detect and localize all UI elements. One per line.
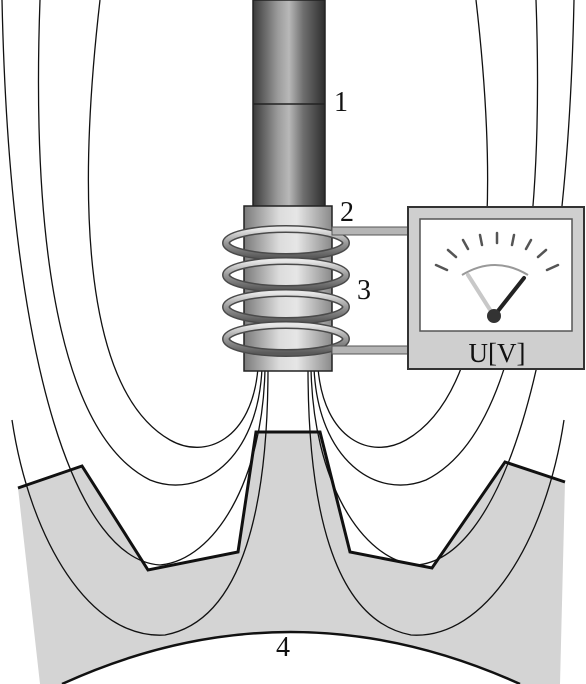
dial-ticks xyxy=(434,231,560,272)
gear-body xyxy=(18,432,565,684)
coil xyxy=(222,225,350,357)
field-line-left-3 xyxy=(1,0,266,566)
field-line-right-4 xyxy=(307,367,565,636)
field-line-right-1 xyxy=(317,0,489,448)
field-line-left-4 xyxy=(11,367,269,636)
label-coil: 3 xyxy=(357,275,371,306)
field-line-left-2 xyxy=(37,0,263,486)
dial-arc xyxy=(461,264,529,276)
label-rod: 1 xyxy=(334,87,348,118)
voltmeter xyxy=(407,206,585,370)
field-line-left-1 xyxy=(87,0,259,448)
meter-caption: U[V] xyxy=(468,338,526,368)
field-line-right-2 xyxy=(313,0,539,486)
label-core: 2 xyxy=(340,197,354,228)
gear-outline xyxy=(17,430,566,572)
ghost-needle xyxy=(466,273,496,318)
needle-pivot xyxy=(487,309,501,323)
gear-inner-arc xyxy=(61,630,521,684)
needle-icon xyxy=(492,276,526,318)
label-gear: 4 xyxy=(276,632,290,663)
